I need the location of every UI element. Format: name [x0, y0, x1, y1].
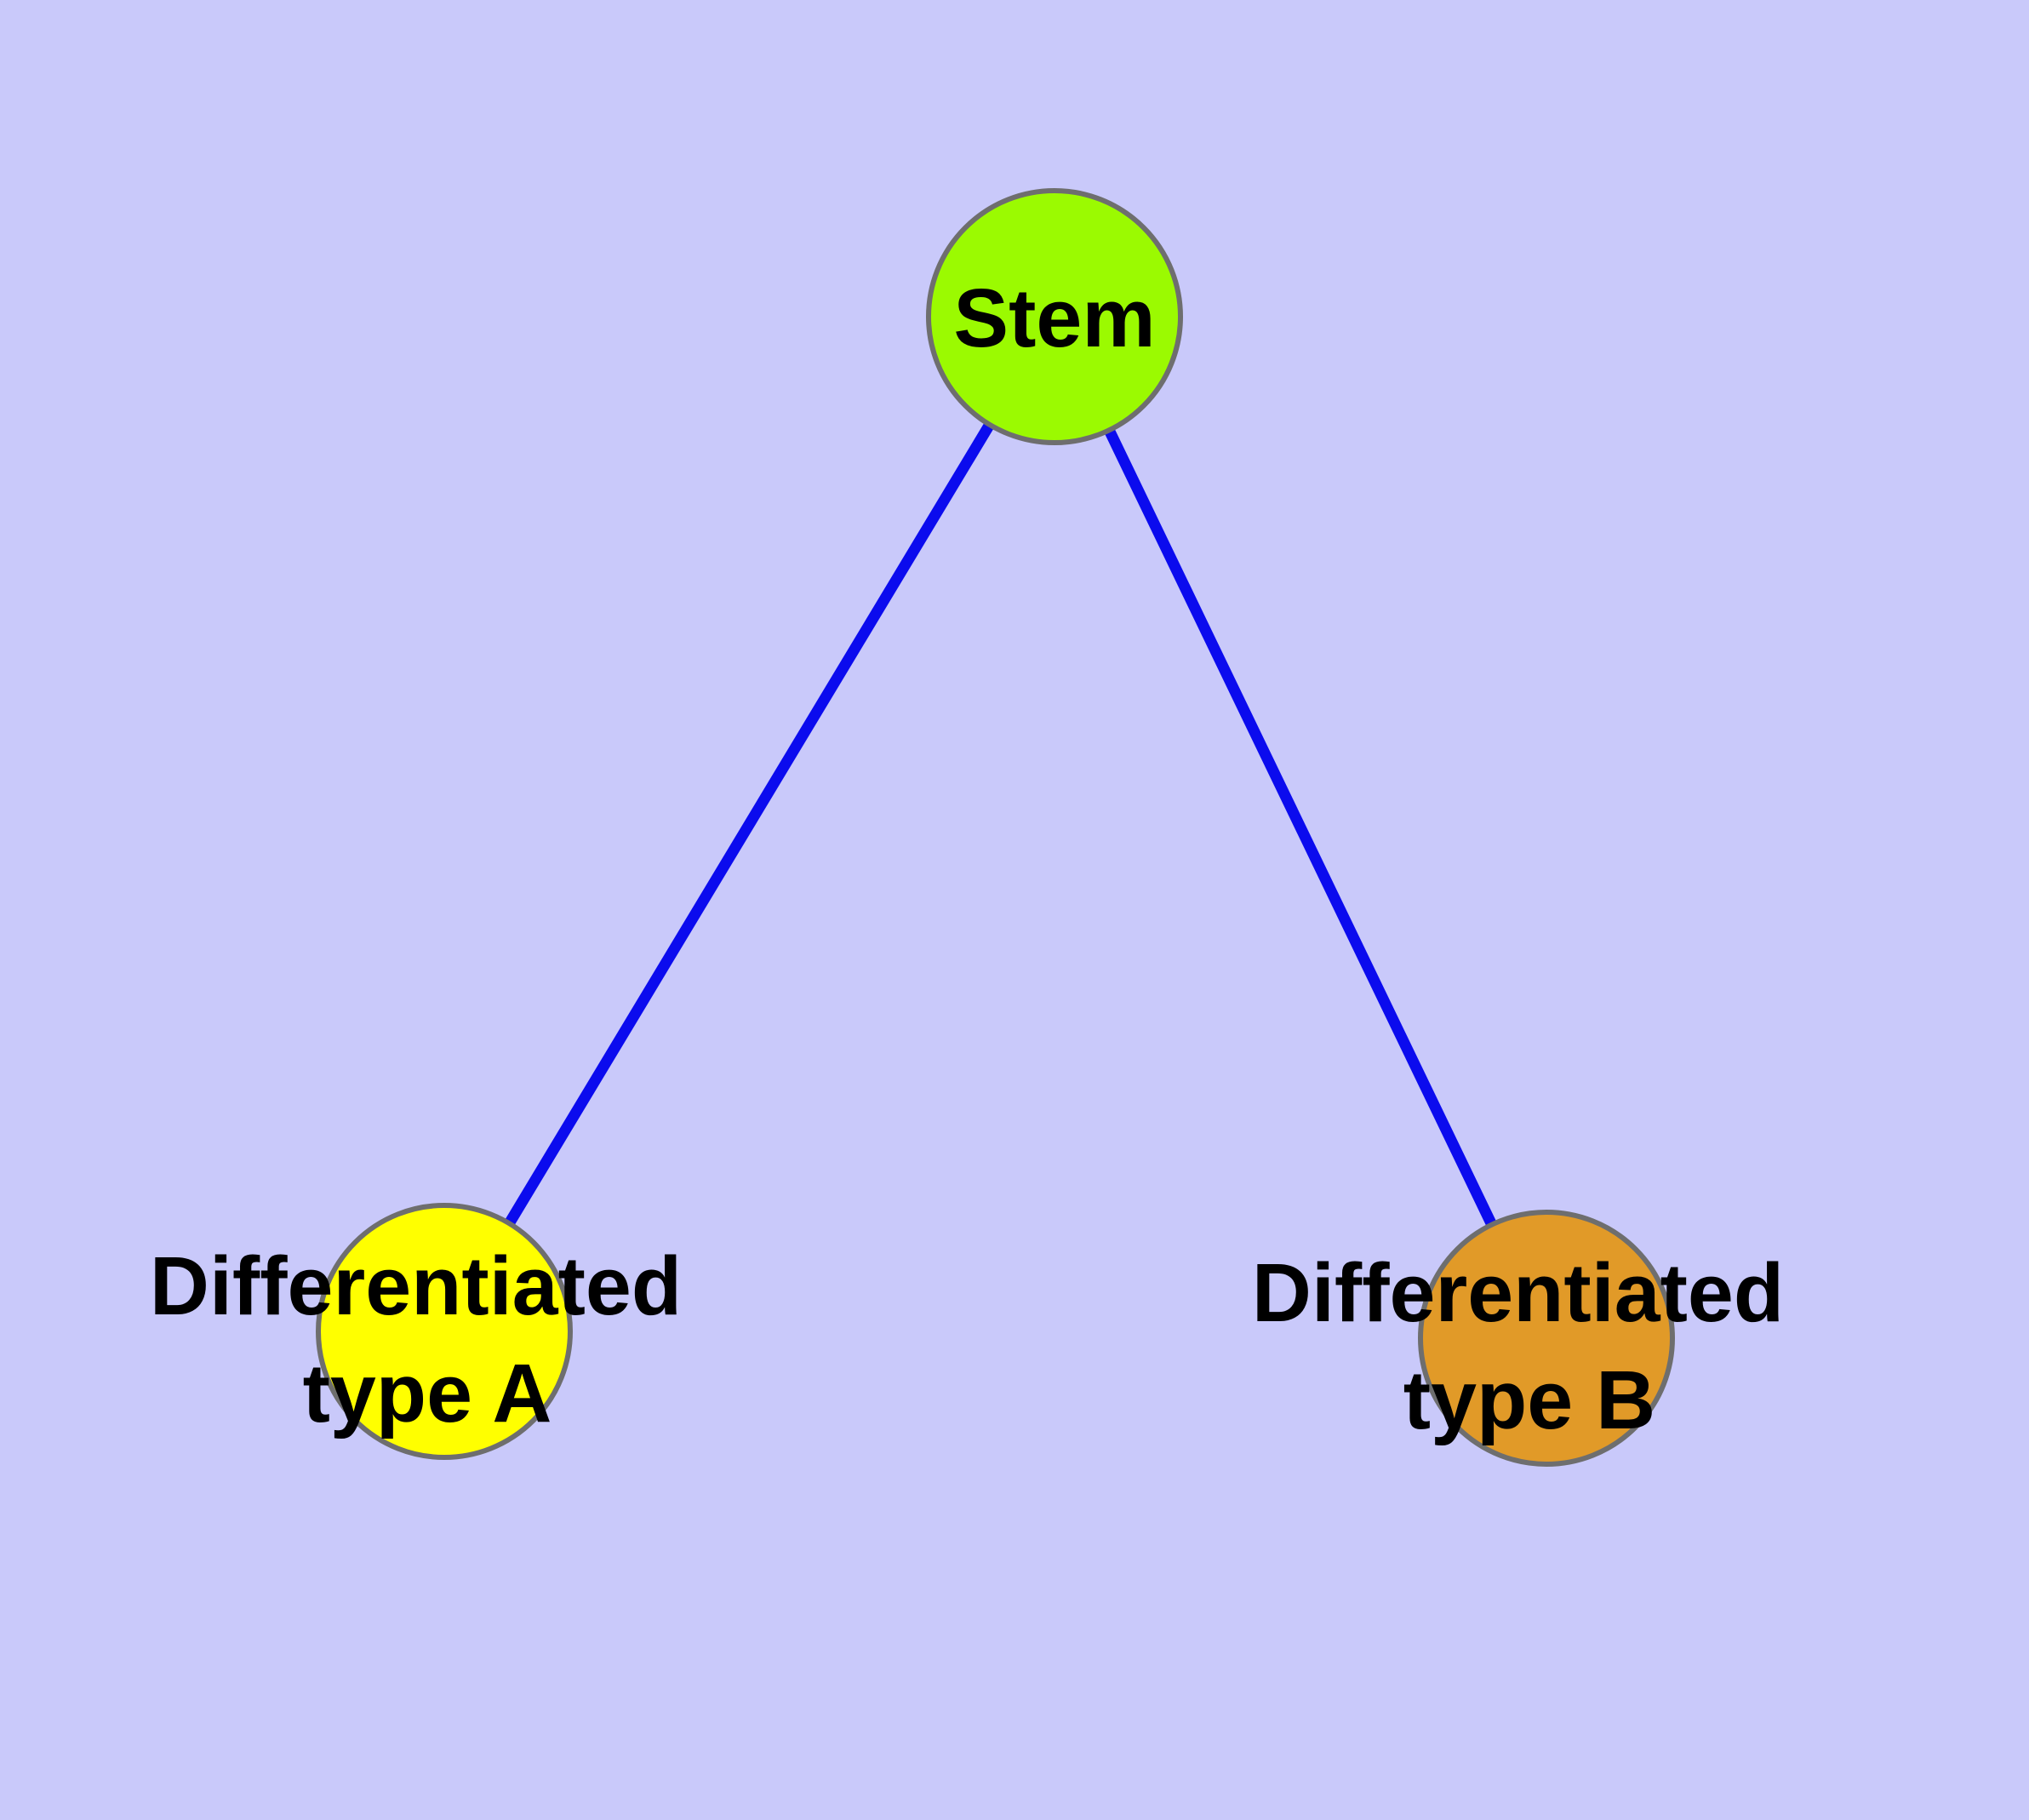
- node-type-a-circle: [316, 1203, 573, 1460]
- edge-stem-to-type-b: [1049, 314, 1552, 1341]
- node-type-b-label-line1: Differentiated: [1252, 1246, 1784, 1339]
- node-type-a-label-line2: type A: [303, 1347, 552, 1439]
- edge-stem-to-type-a: [439, 313, 1060, 1335]
- node-type-a-label-line1: Differentiated: [150, 1239, 682, 1332]
- node-type-b-label: Differentiated type B: [1252, 1246, 1807, 1446]
- node-stem-circle: [926, 188, 1183, 445]
- node-type-a-label: Differentiated type A: [150, 1239, 705, 1439]
- node-stem-label: Stem: [953, 272, 1155, 364]
- node-type-b-label-line2: type B: [1403, 1354, 1655, 1446]
- node-type-b-circle: [1418, 1210, 1675, 1467]
